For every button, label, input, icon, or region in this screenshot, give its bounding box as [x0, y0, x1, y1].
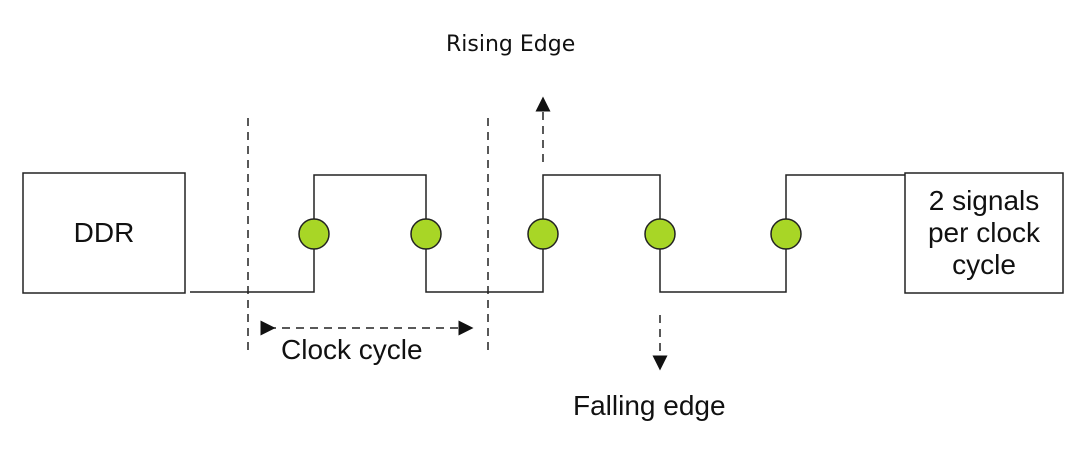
falling-edge-label: Falling edge	[573, 390, 726, 421]
signal-dot	[298, 218, 330, 250]
signal-dot	[527, 218, 559, 250]
signals-box	[904, 172, 1064, 294]
signal-dot	[770, 218, 802, 250]
signals-label: 2 signals per clock cycle	[927, 185, 1041, 280]
clock-cycle-label: Clock cycle	[281, 334, 423, 365]
signal-dot	[644, 218, 676, 250]
ddr-label: DDR	[73, 217, 135, 248]
signal-dot	[410, 218, 442, 250]
rising-edge-label: Rising Edge	[446, 32, 576, 57]
ddr-box	[22, 172, 186, 294]
